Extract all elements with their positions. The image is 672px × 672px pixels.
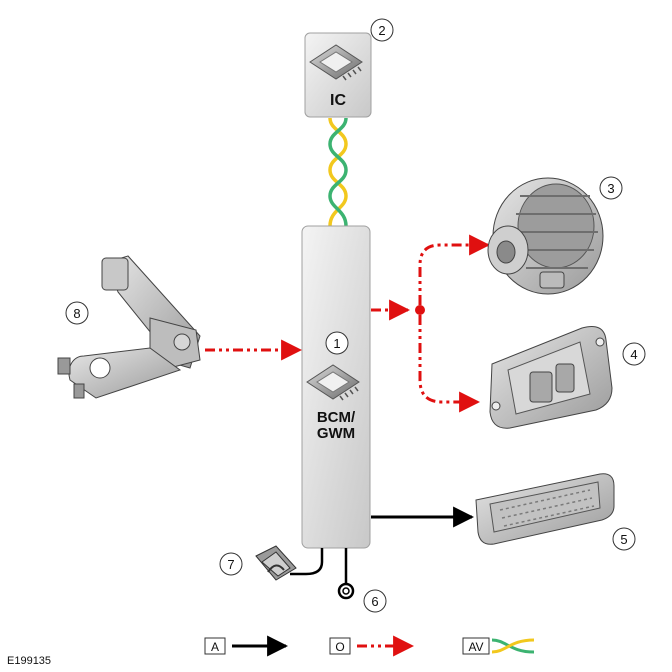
legend-twisted-pair: AV — [462, 637, 535, 655]
callout-4: 4 — [622, 342, 646, 366]
svg-text:8: 8 — [73, 306, 80, 321]
svg-text:2: 2 — [378, 23, 385, 38]
legend-hardwire: A — [204, 635, 289, 657]
callout-6: 6 — [363, 589, 387, 613]
svg-text:1: 1 — [333, 336, 340, 351]
svg-text:A: A — [211, 640, 219, 654]
svg-text:5: 5 — [620, 532, 627, 547]
ic-label: IC — [330, 92, 346, 109]
figure-reference: E199135 — [7, 655, 51, 667]
bcm-label-line2: GWM — [317, 425, 355, 442]
svg-text:6: 6 — [371, 594, 378, 609]
svg-text:AV: AV — [468, 640, 483, 654]
alternator — [487, 177, 604, 295]
battery-sensor — [57, 255, 201, 399]
chip-icon — [306, 364, 360, 401]
svg-text:3: 3 — [607, 181, 614, 196]
callout-7: 7 — [219, 552, 243, 576]
callout-1: 1 — [325, 331, 349, 355]
lin-module — [489, 326, 613, 429]
svg-text:O: O — [335, 640, 344, 654]
callout-2: 2 — [370, 18, 394, 42]
fuse-wire — [290, 548, 324, 576]
svg-text:7: 7 — [227, 557, 234, 572]
legend-lin: O — [329, 635, 415, 657]
callout-3: 3 — [599, 176, 623, 200]
chip-icon — [309, 44, 363, 81]
lin-link-branch — [371, 234, 491, 413]
callout-5: 5 — [612, 527, 636, 551]
ic-module: IC — [304, 32, 372, 118]
svg-text:4: 4 — [630, 347, 637, 362]
fuse-box — [475, 473, 615, 545]
ground-terminal — [337, 548, 355, 600]
fuse — [255, 545, 297, 581]
callout-8: 8 — [65, 301, 89, 325]
bcm-label-line1: BCM/ — [317, 409, 356, 426]
bcm-gwm-module: BCM/ GWM — [301, 225, 371, 549]
twisted-pair-bus — [328, 117, 348, 227]
